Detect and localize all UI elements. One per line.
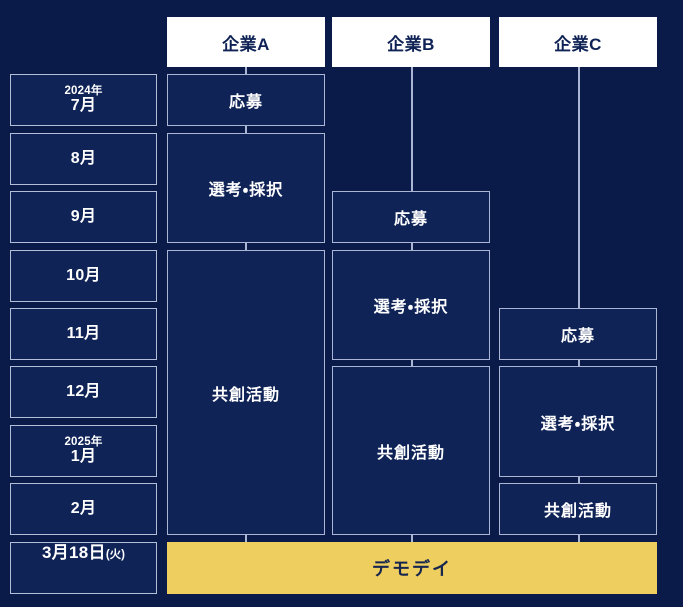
phase-box-company-b-select[interactable]: 選考・採択 [332,250,490,360]
connector-company-c-apply-to-select [578,360,580,366]
connector-company-a-select-to-cocreate [245,243,247,250]
month-label: 10月 [66,267,101,285]
column-header-company-b[interactable]: 企業B [332,17,490,67]
connector-company-a-cocreate-to-demoday [245,535,247,542]
phase-box-company-c-cocreate[interactable]: 共創活動 [499,483,657,535]
column-header-company-c[interactable]: 企業C [499,17,657,67]
connector-company-a-header-to-apply [245,67,247,75]
month-cell-2024-09: 9月 [10,191,157,243]
phase-box-company-a-cocreate[interactable]: 共創活動 [167,250,325,535]
phase-box-company-b-cocreate[interactable]: 共創活動 [332,366,490,535]
month-cell-2025-01: 2025年 1月 [10,425,157,477]
month-year-label: 2025年 [64,435,103,448]
phase-box-company-a-select[interactable]: 選考・採択 [167,133,325,243]
connector-company-c-select-to-cocreate [578,477,580,483]
day-of-week-label: (火) [105,549,126,561]
month-label: 1月 [70,448,97,466]
phase-box-company-c-select[interactable]: 選考・採択 [499,366,657,477]
connector-company-b-select-to-cocreate [411,360,413,366]
date-label: 3月18日 [41,543,106,562]
phase-box-company-b-apply[interactable]: 応募 [332,191,490,243]
month-cell-2025-02: 2月 [10,483,157,535]
month-cell-2024-07: 2024年 7月 [10,74,157,126]
month-cell-2024-12: 12月 [10,366,157,418]
month-cell-2024-08: 8月 [10,133,157,185]
month-cell-2024-10: 10月 [10,250,157,302]
month-label: 7月 [70,97,97,115]
connector-company-b-cocreate-to-demoday [411,535,413,542]
connector-company-c-cocreate-to-demoday [578,535,580,542]
month-year-label: 2024年 [64,84,103,97]
column-header-company-a[interactable]: 企業A [167,17,325,67]
month-label: 9月 [70,208,97,226]
month-label: 8月 [70,150,97,168]
month-label: 12月 [66,383,101,401]
phase-box-company-c-apply[interactable]: 応募 [499,308,657,360]
month-cell-2024-11: 11月 [10,308,157,360]
phase-box-company-a-apply[interactable]: 応募 [167,74,325,126]
connector-company-a-apply-to-select [245,126,247,133]
month-label: 2月 [70,500,97,518]
month-label: 11月 [66,325,101,343]
connector-company-b-apply-to-select [411,243,413,250]
demo-day-bar[interactable]: デモデイ [167,542,657,594]
date-cell-2025-03-18: 3月18日 (火) [10,542,157,594]
connector-company-b-header-to-apply [411,67,413,192]
connector-company-c-header-to-apply [578,67,580,309]
